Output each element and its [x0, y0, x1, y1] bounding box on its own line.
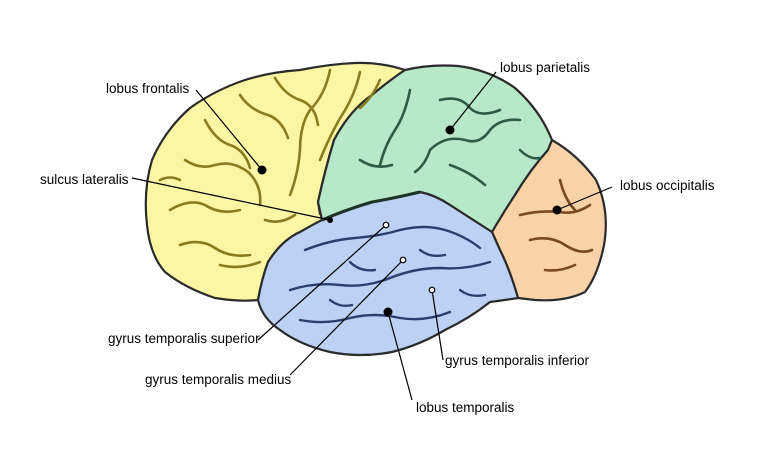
- dot-gyrus-temporalis-medius: [399, 256, 407, 264]
- label-lobus-frontalis: lobus frontalis: [106, 81, 190, 96]
- frontal-sulci: [158, 68, 382, 269]
- label-sulcus-lateralis: sulcus lateralis: [40, 172, 129, 187]
- leader-sulcus-lateralis: [131, 177, 331, 221]
- label-gyrus-temporalis-inferior: gyrus temporalis inferior: [445, 353, 590, 368]
- occipital-lobe-region: [490, 138, 607, 302]
- leader-gyrus-temporalis-superior: [257, 224, 387, 341]
- dot-sulcus-lateralis: [327, 217, 333, 223]
- parietal-sulci: [358, 88, 542, 187]
- dot-lobus-parietalis: [445, 125, 455, 135]
- label-gyrus-temporalis-superior: gyrus temporalis superior: [108, 331, 260, 346]
- dot-lobus-frontalis: [257, 165, 267, 175]
- label-lobus-parietalis: lobus parietalis: [500, 60, 590, 75]
- leader-lobus-temporalis: [387, 311, 413, 401]
- label-lobus-occipitalis: lobus occipitalis: [620, 178, 715, 193]
- lateral-sulcus-line: [321, 190, 421, 222]
- leader-gyrus-temporalis-medius: [289, 259, 404, 376]
- dot-gyrus-temporalis-superior: [382, 221, 390, 229]
- label-lobus-temporalis: lobus temporalis: [416, 400, 515, 415]
- temporal-sulci: [288, 225, 492, 324]
- leader-lobus-parietalis: [449, 71, 497, 131]
- dot-lobus-temporalis: [383, 307, 393, 317]
- dot-lobus-occipitalis: [552, 205, 562, 215]
- leader-lobus-occipitalis: [556, 186, 613, 211]
- label-gyrus-temporalis-medius: gyrus temporalis medius: [145, 372, 292, 387]
- leader-lobus-frontalis: [195, 89, 263, 171]
- dot-gyrus-temporalis-inferior: [428, 286, 436, 294]
- leader-gyrus-temporalis-inferior: [431, 289, 444, 361]
